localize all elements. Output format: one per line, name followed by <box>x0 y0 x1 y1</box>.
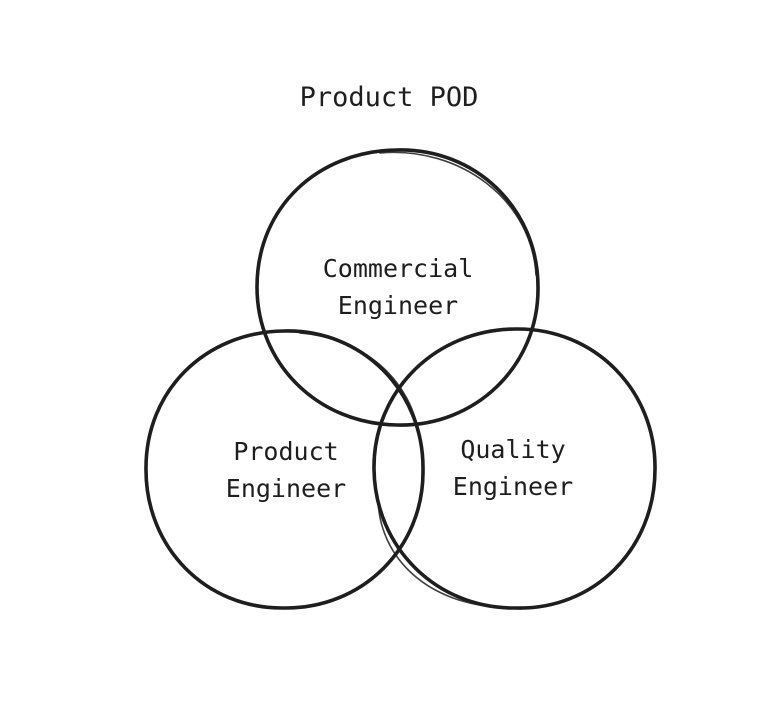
circle-product-sketch <box>299 332 421 441</box>
diagram-title: Product POD <box>300 82 479 113</box>
product-label-line2: Engineer <box>226 474 346 503</box>
product-label-line1: Product <box>233 437 338 466</box>
circle-commercial-engineer: Commercial Engineer <box>255 148 540 427</box>
commercial-label-line2: Engineer <box>338 291 458 320</box>
circle-commercial-outline <box>255 148 540 427</box>
circle-quality-outline <box>372 327 657 610</box>
circle-commercial-sketch <box>379 151 537 276</box>
commercial-label-line1: Commercial <box>323 254 474 283</box>
circle-quality-sketch <box>377 499 501 608</box>
circle-quality-engineer: Quality Engineer <box>372 327 657 610</box>
quality-label-line1: Quality <box>460 435 565 464</box>
circle-product-outline <box>144 329 425 610</box>
quality-label-line2: Engineer <box>453 472 573 501</box>
circle-product-engineer: Product Engineer <box>144 329 425 610</box>
